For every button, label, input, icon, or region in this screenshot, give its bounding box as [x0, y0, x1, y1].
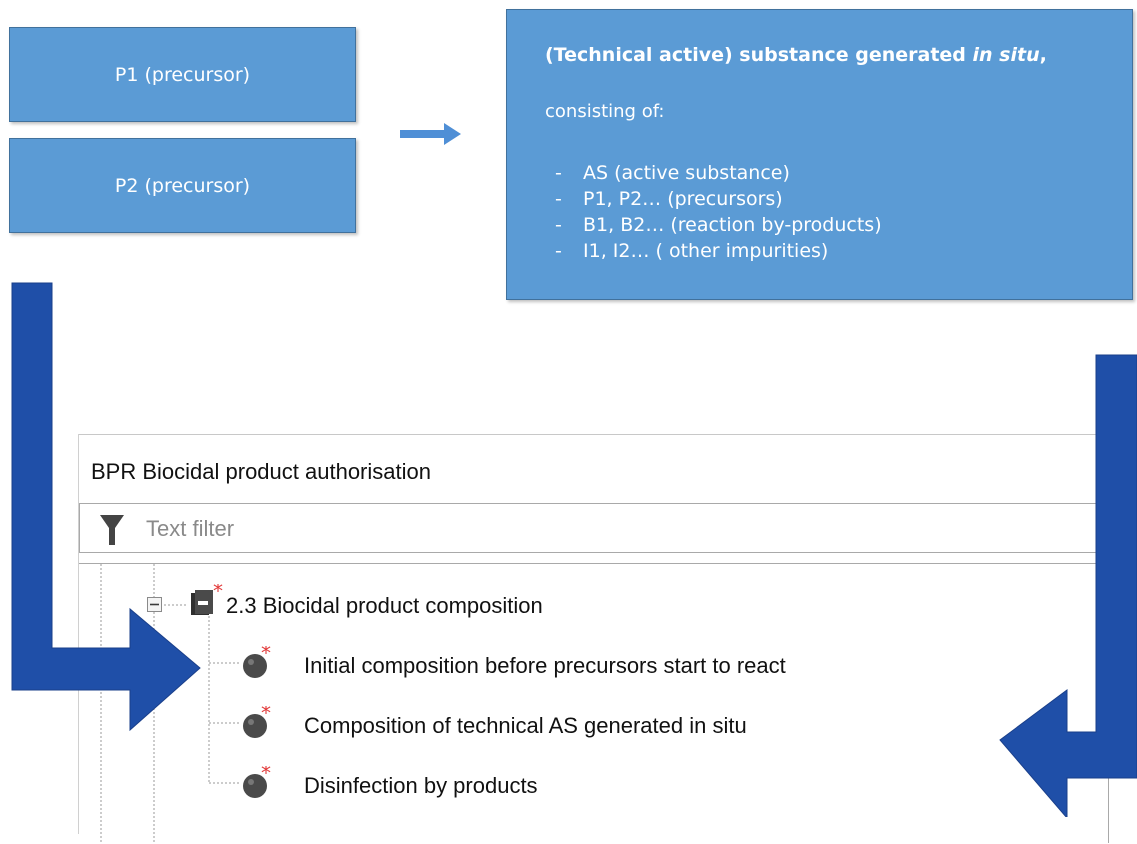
list-item: I1, I2… ( other impurities) — [555, 238, 882, 264]
precursor-label: P2 (precursor) — [114, 174, 251, 197]
record-icon: * — [243, 646, 271, 678]
result-title: (Technical active) substance generated i… — [545, 44, 1047, 66]
tree-node-biocidal-composition[interactable]: 2.3 Biocidal product composition — [226, 593, 543, 618]
svg-text:*: * — [261, 706, 271, 725]
list-item: P1, P2… (precursors) — [555, 186, 882, 212]
svg-text:*: * — [261, 766, 271, 785]
text-filter-input[interactable] — [144, 510, 1048, 548]
section-folder-icon: * — [191, 584, 223, 615]
record-icon: * — [243, 706, 271, 738]
list-item: AS (active substance) — [555, 160, 882, 186]
tree-node-initial-composition[interactable]: Initial composition before precursors st… — [304, 653, 786, 678]
result-subtitle: consisting of: — [545, 101, 665, 122]
tree-node-technical-as-composition[interactable]: Composition of technical AS generated in… — [304, 713, 747, 738]
result-title-italic: in situ — [972, 44, 1040, 66]
panel-title: BPR Biocidal product authorisation — [79, 434, 1109, 498]
right-arrow-icon — [400, 123, 461, 145]
list-item: B1, B2… (reaction by-products) — [555, 212, 882, 238]
text-filter-bar — [79, 503, 1109, 553]
precursor-box-p2: P2 (precursor) — [9, 138, 356, 233]
filter-icon[interactable] — [100, 515, 124, 547]
tree-node-disinfection-by-products[interactable]: Disinfection by products — [304, 773, 538, 798]
composition-list: AS (active substance) P1, P2… (precursor… — [555, 160, 882, 264]
iuclid-tree-panel: BPR Biocidal product authorisation * 2.3… — [78, 434, 1109, 844]
precursor-label: P1 (precursor) — [114, 63, 251, 86]
svg-text:*: * — [261, 646, 271, 665]
collapse-toggle-icon[interactable] — [147, 597, 163, 613]
svg-text:*: * — [213, 584, 223, 603]
precursor-box-p1: P1 (precursor) — [9, 27, 356, 122]
in-situ-substance-box: (Technical active) substance generated i… — [506, 9, 1133, 300]
record-icon: * — [243, 766, 271, 798]
